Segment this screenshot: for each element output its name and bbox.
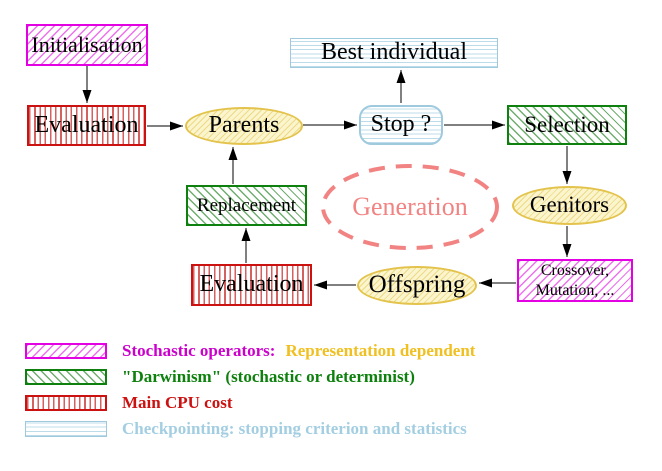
legend: Stochastic operators: Representation depe…	[25, 341, 475, 447]
node-crossover-line2: Mutation, ...	[535, 281, 615, 299]
generation-dashed-ellipse	[321, 164, 499, 250]
legend-row-stochastic-operators: Stochastic operators: Representation depe…	[25, 341, 475, 361]
legend-label-stochastic-operators: Stochastic operators: Representation depe…	[122, 341, 475, 361]
node-offspring-label: Offspring	[368, 271, 466, 299]
node-crossover-mutation: Crossover, Mutation, ...	[517, 259, 633, 302]
legend-row-checkpointing: Checkpointing: stopping criterion and st…	[25, 419, 475, 438]
magenta-hatch-swatch	[25, 343, 107, 359]
legend-label-darwinism: "Darwinism" (stochastic or determinist)	[122, 367, 415, 386]
node-parents-label: Parents	[208, 112, 280, 139]
legend-label-main-cpu-cost: Main CPU cost	[122, 393, 233, 412]
legend-row-main-cpu-cost: Main CPU cost	[25, 393, 475, 412]
node-stop: Stop ?	[359, 105, 443, 145]
cyan-stripes-swatch	[25, 421, 107, 437]
legend-text-representation: Representation dependent	[285, 341, 476, 360]
node-replacement-label: Replacement	[196, 194, 297, 216]
node-initialisation-label: Initialisation	[31, 32, 143, 58]
node-evaluation-top-label: Evaluation	[34, 111, 139, 138]
node-parents: Parents	[185, 107, 303, 145]
node-genitors: Genitors	[512, 186, 627, 225]
node-selection-label: Selection	[524, 111, 610, 137]
legend-row-darwinism: "Darwinism" (stochastic or determinist)	[25, 367, 475, 386]
legend-label-checkpointing: Checkpointing: stopping criterion and st…	[122, 419, 467, 438]
node-initialisation: Initialisation	[26, 24, 148, 66]
node-selection: Selection	[507, 105, 627, 145]
node-generation-label: Generation	[352, 192, 468, 222]
node-best-individual-label: Best individual	[321, 39, 467, 66]
node-generation: Generation	[323, 166, 497, 248]
green-hatch-swatch	[25, 369, 107, 385]
node-replacement: Replacement	[186, 185, 307, 226]
node-best-individual: Best individual	[290, 38, 498, 68]
legend-text-stochastic: Stochastic operators:	[122, 341, 276, 360]
node-evaluation-bottom-label: Evaluation	[199, 271, 304, 298]
node-evaluation-top: Evaluation	[27, 105, 146, 146]
node-crossover-line1: Crossover,	[540, 262, 610, 280]
node-stop-label: Stop ?	[370, 111, 432, 138]
node-offspring: Offspring	[357, 266, 477, 305]
node-genitors-label: Genitors	[529, 192, 610, 218]
node-evaluation-bottom: Evaluation	[191, 264, 312, 306]
red-stripes-swatch	[25, 395, 107, 411]
